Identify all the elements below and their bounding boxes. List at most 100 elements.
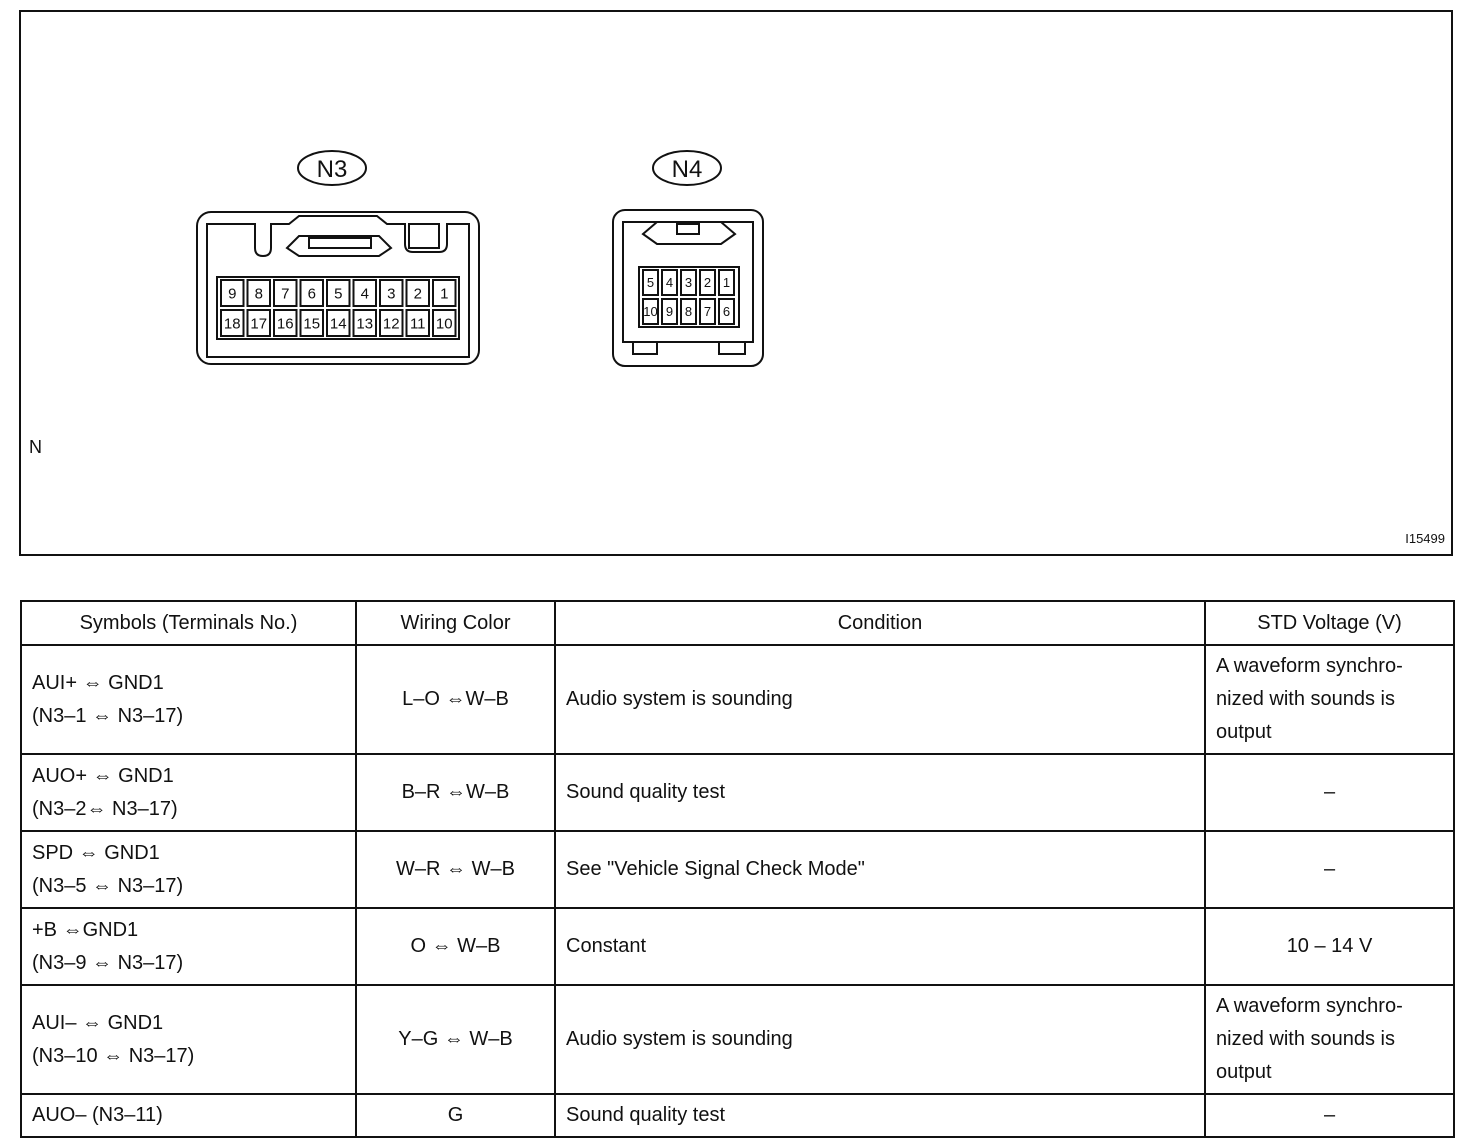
cell-condition: Sound quality test [554, 753, 1206, 832]
connector-n3-latch [285, 235, 393, 257]
connector-n4-pin-cell [718, 269, 735, 296]
cell-symbol: AUO– (N3–11) [20, 1093, 357, 1138]
connector-n3-pin-cell [352, 279, 377, 307]
voltage-line: nized with sounds is [1216, 1028, 1395, 1050]
cell-condition: Audio system is sounding [554, 984, 1206, 1095]
connector-n3-pin-number: 8 [255, 285, 263, 302]
symbol-line: SPD ⇔ GND1 [32, 841, 160, 864]
connector-n4-pin-cell [680, 269, 697, 296]
terminal-table: Symbols (Terminals No.) Wiring Color Con… [20, 600, 1455, 1138]
connector-n3-pin-cell [273, 309, 298, 337]
table-row: AUI– ⇔ GND1 (N3–10 ⇔ N3–17) Y–G ⇔ W–B Au… [20, 984, 1455, 1095]
cell-voltage: A waveform synchro- nized with sounds is… [1204, 984, 1455, 1095]
symbol-line: AUI+ ⇔ GND1 [32, 671, 164, 694]
connector-n3-pin-number: 17 [250, 315, 267, 332]
connector-n3-pin-cell [273, 279, 298, 307]
cell-voltage: – [1204, 753, 1455, 832]
terminal-line: (N3–10 ⇔ N3–17) [32, 1044, 195, 1067]
connector-n3-inner-outline [206, 215, 470, 358]
connector-n4-pin-cell [661, 298, 678, 325]
cell-wiring: L–O ⇔W–B [355, 644, 556, 755]
voltage-line: nized with sounds is [1216, 688, 1395, 710]
cell-symbol: AUO+ ⇔ GND1 (N3–2⇔ N3–17) [20, 753, 357, 832]
cell-wiring: G [355, 1093, 556, 1138]
connector-n4-pin-cell [718, 298, 735, 325]
connector-n4-pin-number: 7 [704, 304, 711, 319]
connector-n4-pin-number: 5 [647, 275, 654, 290]
connector-n3-pin-number: 4 [361, 285, 369, 302]
connector-n4-pin-number: 4 [666, 275, 673, 290]
connector-n3-pin-cell [220, 309, 245, 337]
connector-n3-pin-number: 11 [410, 315, 426, 332]
table-row: AUO– (N3–11) G Sound quality test – [20, 1093, 1455, 1138]
cell-condition: Audio system is sounding [554, 644, 1206, 755]
connector-n3-latch-slot [308, 237, 372, 249]
connector-n3-pin-number: 9 [228, 285, 236, 302]
cell-voltage: 10 – 14 V [1204, 907, 1455, 986]
header-std-voltage: STD Voltage (V) [1204, 600, 1455, 646]
connector-n4-pin-cell [680, 298, 697, 325]
connector-n3-pin-cell [405, 309, 430, 337]
cell-voltage: A waveform synchro- nized with sounds is… [1204, 644, 1455, 755]
connector-n4-pin-number: 8 [685, 304, 692, 319]
cell-symbol: AUI– ⇔ GND1 (N3–10 ⇔ N3–17) [20, 984, 357, 1095]
connector-n3-pin-cell [299, 279, 324, 307]
connector-n3-pin-cell [326, 309, 351, 337]
cell-symbol: SPD ⇔ GND1 (N3–5 ⇔ N3–17) [20, 830, 357, 909]
connector-n3-pin-number: 7 [281, 285, 289, 302]
cell-symbol: +B ⇔GND1 (N3–9 ⇔ N3–17) [20, 907, 357, 986]
connector-n3-pin-cell [326, 279, 351, 307]
connector-n4-latch-slot [676, 223, 700, 235]
connector-n3-pin-cell [379, 309, 404, 337]
connector-n4-pin-number: 1 [723, 275, 730, 290]
connector-n3-pin-number: 10 [436, 315, 453, 332]
cell-wiring: B–R ⇔W–B [355, 753, 556, 832]
voltage-line: output [1216, 721, 1272, 743]
header-symbols: Symbols (Terminals No.) [20, 600, 357, 646]
table-row: AUO+ ⇔ GND1 (N3–2⇔ N3–17) B–R ⇔W–B Sound… [20, 753, 1455, 832]
connector-n3-pin-number: 15 [303, 315, 320, 332]
cell-voltage: – [1204, 830, 1455, 909]
connector-n4-label: N4 [672, 156, 703, 183]
connector-n3-housing [196, 211, 480, 365]
terminal-line: (N3–1 ⇔ N3–17) [32, 704, 184, 727]
terminal-line: (N3–5 ⇔ N3–17) [32, 874, 184, 897]
connector-n3-pin-number: 12 [383, 315, 400, 332]
connector-n4-pin-cell [642, 269, 659, 296]
connector-n3-pin-cell [432, 279, 457, 307]
header-condition: Condition [554, 600, 1206, 646]
connector-n3-label-ellipse [297, 150, 367, 186]
connector-n4-pin-number: 2 [704, 275, 711, 290]
connector-n4-pin-number: 6 [723, 304, 730, 319]
voltage-line: A waveform synchro- [1216, 995, 1403, 1017]
connector-n4-label-ellipse [652, 150, 722, 186]
figure-id: I15499 [1405, 531, 1445, 546]
table-row: AUI+ ⇔ GND1 (N3–1 ⇔ N3–17) L–O ⇔W–B Audi… [20, 644, 1455, 755]
table-header-row: Symbols (Terminals No.) Wiring Color Con… [20, 600, 1455, 646]
connector-n3-label: N3 [317, 156, 348, 183]
cell-wiring: O ⇔ W–B [355, 907, 556, 986]
connector-n4-pin-cell [699, 298, 716, 325]
connector-n3-pin-cell [405, 279, 430, 307]
terminal-line: (N3–9 ⇔ N3–17) [32, 951, 184, 974]
connector-n4-pin-cell [661, 269, 678, 296]
voltage-line: output [1216, 1061, 1272, 1083]
figure-side-label: N [29, 437, 42, 457]
table-row: +B ⇔GND1 (N3–9 ⇔ N3–17) O ⇔ W–B Constant… [20, 907, 1455, 986]
connector-n4-pin-number: 10 [643, 304, 657, 319]
connector-n4-pin-cell [642, 298, 659, 325]
connector-n4-pin-cell [699, 269, 716, 296]
connector-n3-pin-cell [246, 309, 271, 337]
connector-n3-pin-number: 18 [224, 315, 241, 332]
terminal-line: (N3–2⇔ N3–17) [32, 797, 178, 820]
connector-n3-pin-number: 5 [334, 285, 342, 302]
cell-wiring: Y–G ⇔ W–B [355, 984, 556, 1095]
connector-n3-pin-number: 6 [308, 285, 316, 302]
symbol-line: AUI– ⇔ GND1 [32, 1011, 164, 1034]
connector-n3-pin-cell [432, 309, 457, 337]
cell-condition: See "Vehicle Signal Check Mode" [554, 830, 1206, 909]
connector-n3-pin-cell [379, 279, 404, 307]
